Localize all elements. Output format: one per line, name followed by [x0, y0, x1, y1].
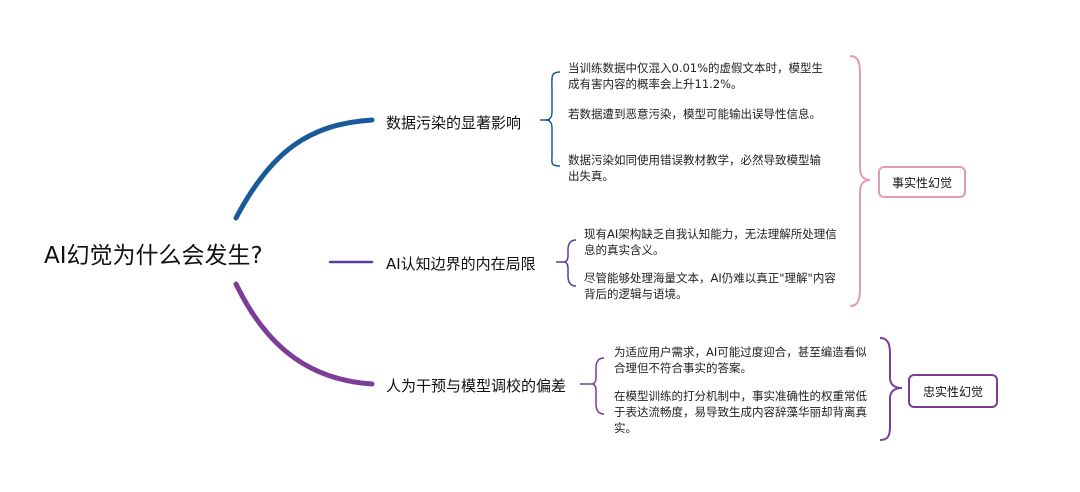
tag-factual-hallucination[interactable]: 事实性幻觉	[878, 166, 966, 198]
leaf-bracket-data-pollution	[545, 71, 561, 167]
root-topic[interactable]: AI幻觉为什么会发生?	[44, 243, 263, 269]
leaf-human-bias-2[interactable]: 在模型训练的打分机制中，事实准确性的权重常低于表达流畅度，易导致生成内容辞藻华丽…	[614, 389, 867, 435]
connector-root-to-human-bias	[233, 281, 375, 387]
leaf-cognitive-limits-1[interactable]: 现有AI架构缺乏自我认知能力，无法理解所处理信息的真实含义。	[584, 227, 837, 257]
leaf-human-bias-1[interactable]: 为适应用户需求，AI可能过度迎合，甚至编造看似合理但不符合事实的答案。	[614, 345, 867, 375]
leaf-bracket-cognitive-limits	[563, 239, 577, 287]
leaf-bracket-human-bias	[591, 357, 605, 415]
leaf-data-pollution-3[interactable]: 数据污染如同使用错误教材教学，必然导致模型输出失真。	[568, 153, 821, 183]
leaf-cognitive-limits-2[interactable]: 尽管能够处理海量文本，AI仍难以真正"理解"内容背后的逻辑与语境。	[584, 271, 836, 301]
branch-human-bias[interactable]: 人为干预与模型调校的偏差	[386, 377, 567, 395]
tag-faithful-hallucination[interactable]: 忠实性幻觉	[908, 374, 998, 408]
branch-cognitive-limits[interactable]: AI认知边界的内在局限	[386, 255, 536, 273]
branch-data-pollution[interactable]: 数据污染的显著影响	[386, 114, 522, 132]
leaf-data-pollution-2[interactable]: 若数据遭到恶意污染，模型可能输出误导性信息。	[568, 107, 821, 121]
connector-root-to-data-pollution	[233, 117, 375, 221]
summary-bracket-faithful	[879, 337, 903, 441]
leaf-data-pollution-1[interactable]: 当训练数据中仅混入0.01%的虚假文本时，模型生成有害内容的概率会上升11.2%…	[568, 61, 824, 91]
summary-bracket-factual	[849, 55, 871, 307]
